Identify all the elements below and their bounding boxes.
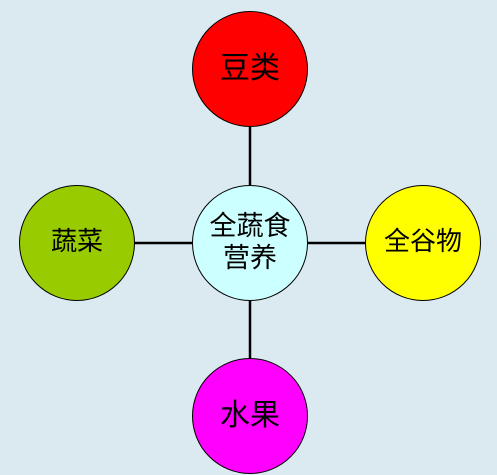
node-whole-grains-label: 全谷物 — [383, 227, 462, 258]
node-center-line2: 营养 — [223, 243, 277, 274]
node-vegetables: 蔬菜 — [19, 185, 135, 301]
node-whole-grains: 全谷物 — [365, 185, 481, 301]
node-legumes-label: 豆类 — [220, 51, 280, 86]
node-center-plant-nutrition: 全蔬食 营养 — [192, 185, 308, 301]
node-fruits: 水果 — [192, 358, 308, 474]
node-fruits-label: 水果 — [220, 398, 280, 433]
node-vegetables-label: 蔬菜 — [50, 227, 103, 258]
node-legumes: 豆类 — [192, 11, 308, 127]
node-center-line1: 全蔬食 — [209, 210, 291, 242]
